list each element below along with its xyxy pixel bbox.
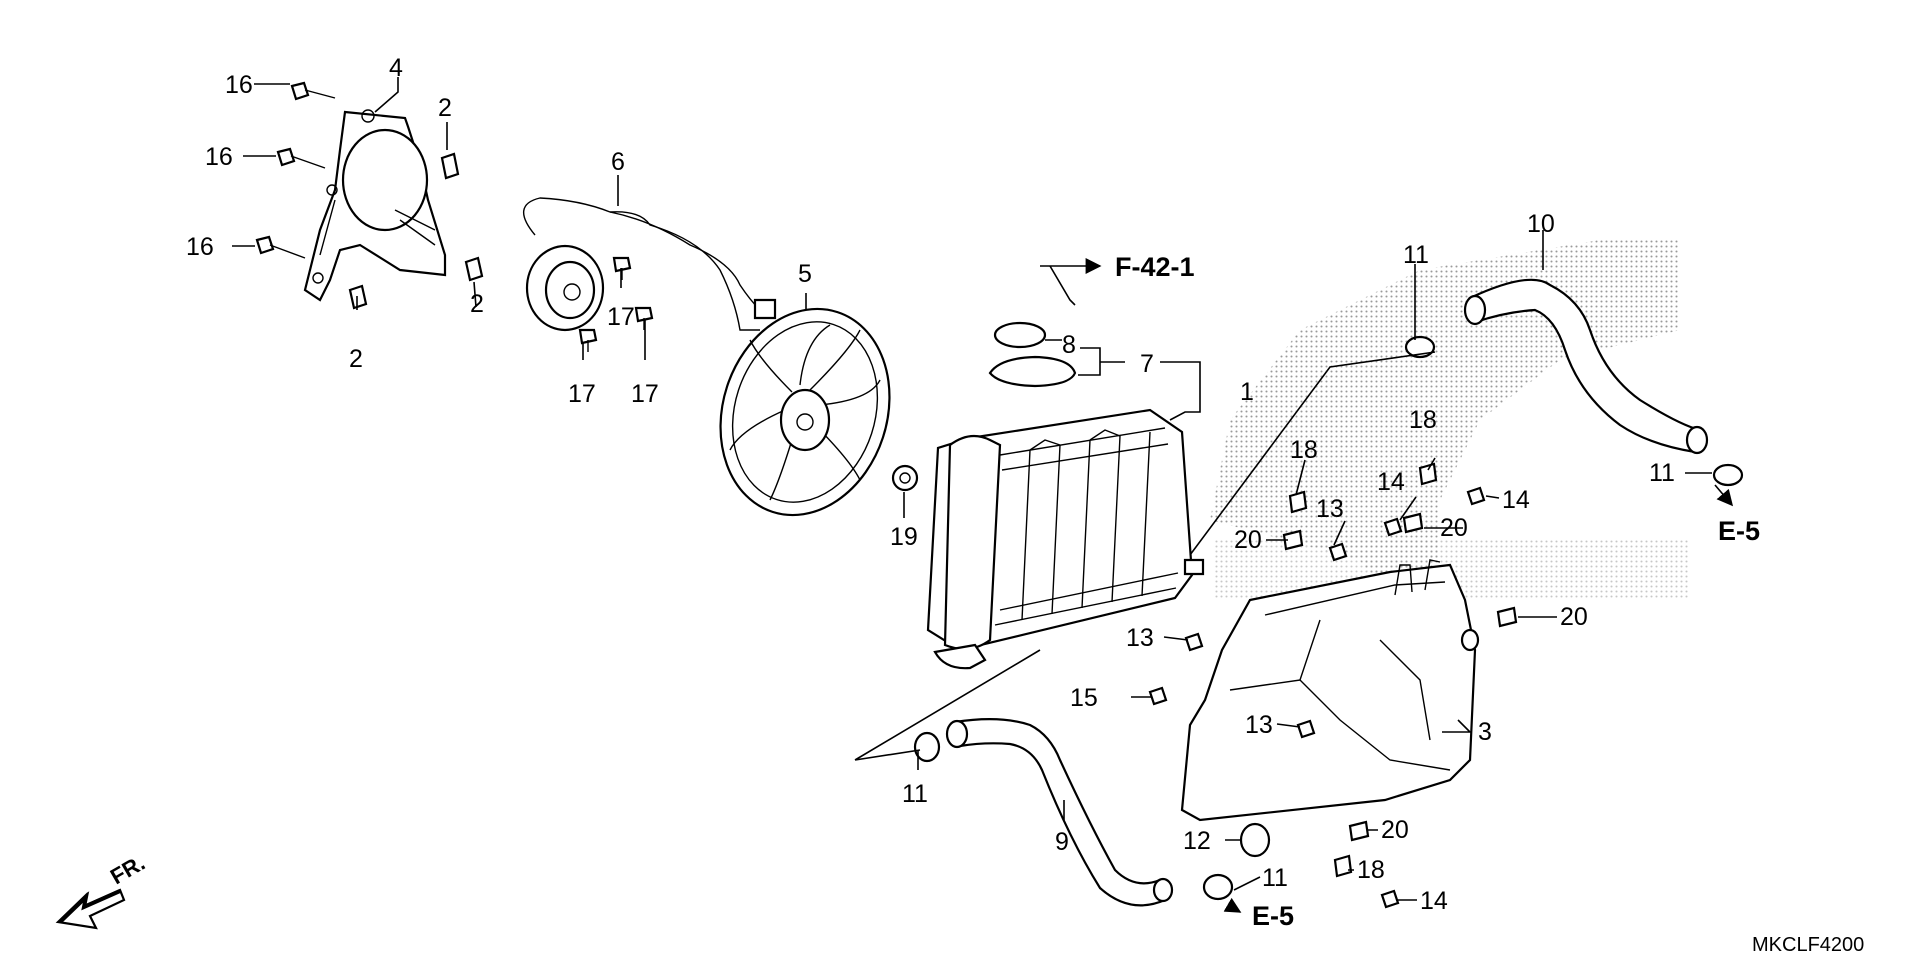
callout-20c: 20 [1560,603,1588,631]
clip-18-c [1333,854,1353,878]
reference-e5-bottom: E-5 [1252,901,1294,931]
bolt-17-a [612,256,632,280]
callout-14a: 14 [1377,468,1405,496]
clip-20-a [1282,529,1304,551]
cooling-fan [719,307,891,517]
clip-2-b [464,256,484,282]
callout-18c: 18 [1357,856,1385,884]
callout-16a: 16 [225,71,253,99]
callout-7: 7 [1140,350,1154,378]
bolt-14-c [1380,889,1400,909]
bolt-15 [1148,686,1168,706]
callout-16b: 16 [205,143,233,171]
callout-17b: 17 [568,380,596,408]
callout-14b: 14 [1502,486,1530,514]
bolt-14-a [1383,517,1403,537]
hose-clamp-11-d [1202,873,1234,901]
callout-4: 4 [389,54,403,82]
callout-18a: 18 [1409,406,1437,434]
callout-11b: 11 [1649,459,1675,487]
callout-5: 5 [798,260,812,288]
nut-19 [891,464,919,492]
bolt-16-a [290,81,336,101]
callout-16c: 16 [186,233,214,261]
clip-2-a [440,152,460,180]
bolt-13-a [1328,542,1348,562]
fan-motor [523,197,777,332]
callout-10: 10 [1527,210,1555,238]
hose-clamp-11-a [1404,335,1436,359]
clip-18-a [1288,490,1308,514]
callout-13b: 13 [1126,624,1154,652]
callout-20d: 20 [1381,816,1409,844]
leader-lines [232,77,1734,913]
callout-6: 6 [611,148,625,176]
radiator [926,408,1205,670]
front-indicator-label: FR. [106,850,149,889]
radiator-cap [988,355,1077,388]
bolt-16-c [255,235,306,259]
reference-f421: F-42-1 [1115,252,1195,282]
background-logo-shading [1210,240,1690,620]
callout-2a: 2 [438,94,452,122]
clip-20-c [1496,606,1518,628]
bolt-14-b [1466,486,1486,506]
callout-2c: 2 [349,345,363,373]
lower-hose [945,718,1174,907]
reference-e5-right: E-5 [1718,516,1760,546]
clip-20-b [1402,512,1424,534]
callout-17a: 17 [607,303,635,331]
bolt-13-b [1184,632,1204,652]
callout-11d: 11 [1262,864,1288,892]
bolt-16-b [276,147,326,169]
bolt-17-b [578,328,598,352]
callout-19: 19 [890,523,918,551]
callout-9: 9 [1055,828,1069,856]
callout-2b: 2 [470,290,484,318]
bolt-17-c [634,306,654,330]
fan-shroud-bracket [303,109,447,302]
callout-12: 12 [1183,827,1211,855]
clip-18-b [1418,462,1438,486]
radiator-cap-seal [993,321,1047,349]
callout-11a: 11 [1403,241,1429,269]
callout-3: 3 [1478,718,1492,746]
callout-20b: 20 [1440,514,1468,542]
callout-13a: 13 [1316,495,1344,523]
diagram-code: MKCLF4200 [1752,934,1864,956]
callout-20a: 20 [1234,526,1262,554]
front-direction-arrow [55,888,126,930]
callout-15: 15 [1070,684,1098,712]
callout-8: 8 [1062,331,1076,359]
callout-1: 1 [1240,378,1254,406]
callout-17c: 17 [631,380,659,408]
clip-20-d [1348,820,1370,842]
callout-labels: 1 2 2 2 3 4 5 6 7 8 9 10 11 11 11 11 12 … [186,54,1675,915]
hose-clamp-11-b [1712,463,1744,487]
hose-clamp-11-c [913,731,941,763]
callout-18b: 18 [1290,436,1318,464]
callout-11c: 11 [902,780,928,808]
callout-13c: 13 [1245,711,1273,739]
grommet-12 [1239,822,1271,858]
upper-hose [1463,278,1709,455]
clip-2-c [348,284,368,310]
callout-14c: 14 [1420,887,1448,915]
radiator-side-cover [1180,559,1480,822]
bolt-13-c [1296,719,1316,739]
